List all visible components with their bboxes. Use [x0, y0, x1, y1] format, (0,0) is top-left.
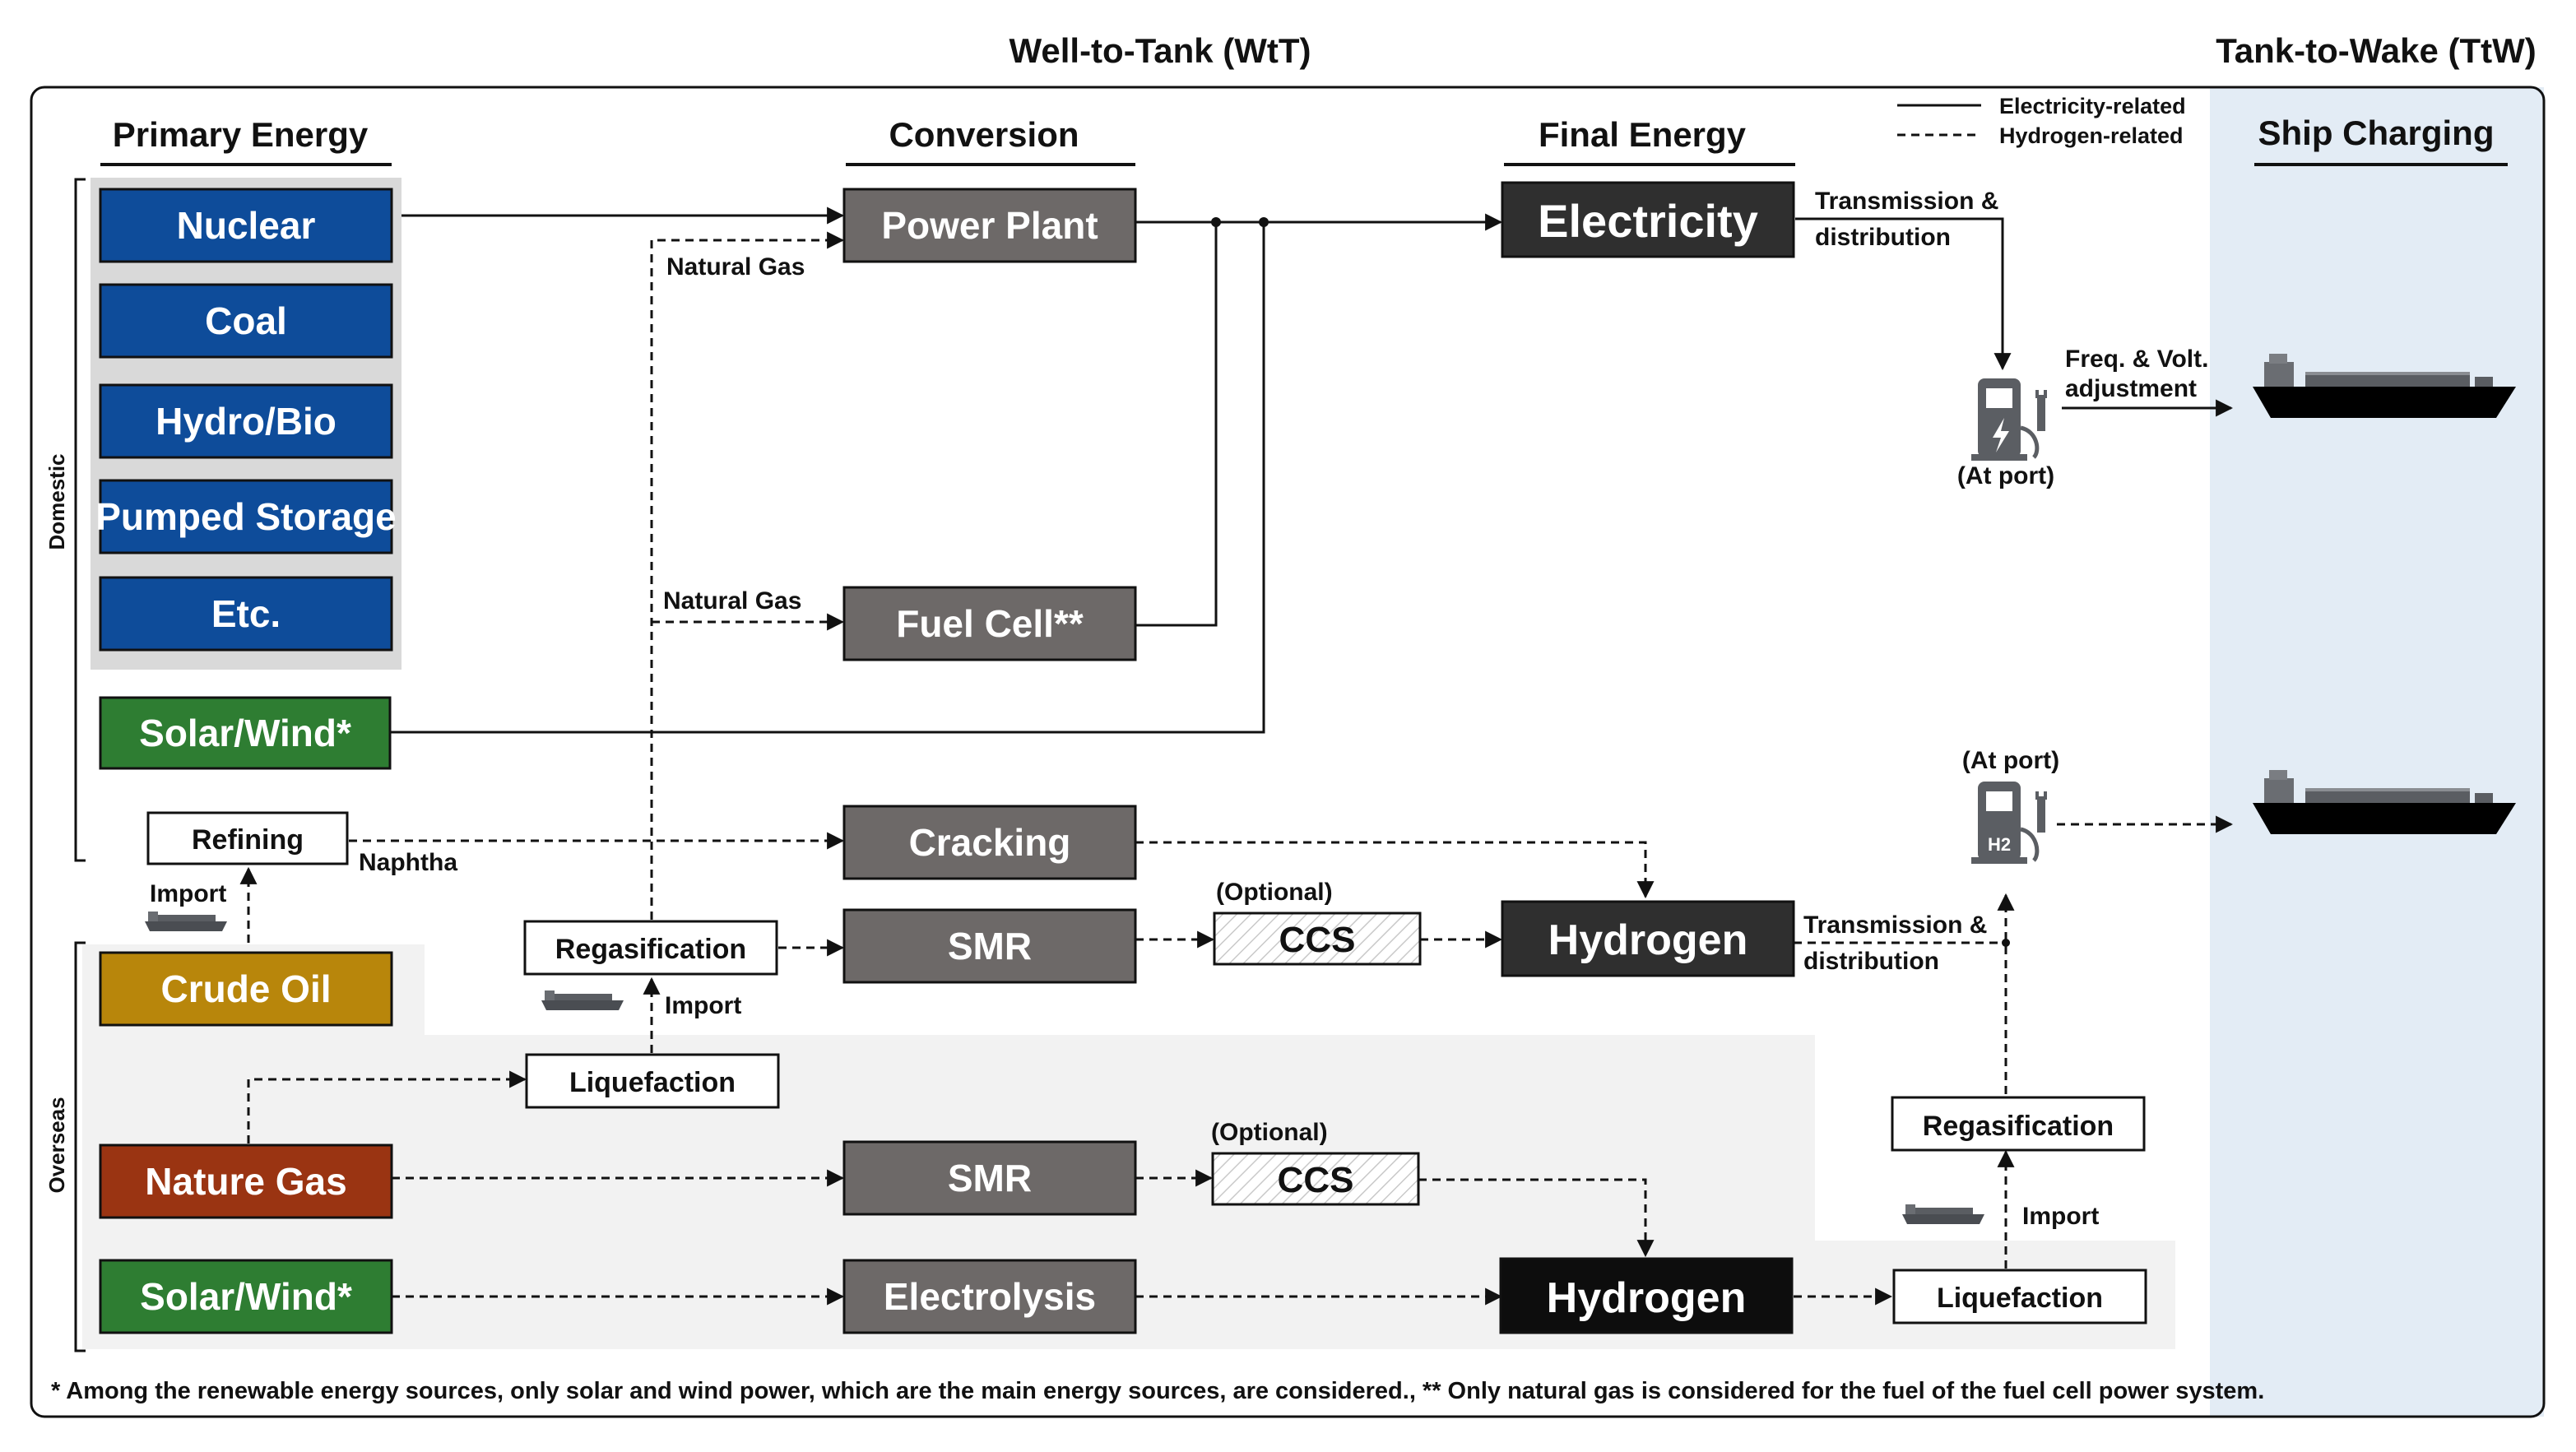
conv-ccs-domestic: CCS [1213, 912, 1422, 966]
primary-coal: Coal [99, 283, 393, 359]
legend-hydrogen: Hydrogen-related [1999, 123, 2184, 148]
conv-smr-domestic: SMR [842, 908, 1137, 984]
primary-crude-oil: Crude Oil [99, 951, 393, 1027]
conv-smr-overseas: SMR [842, 1140, 1137, 1216]
edge-regas-powerplant [650, 231, 845, 920]
svg-text:Hydro/Bio: Hydro/Bio [155, 400, 337, 443]
conv-ccs-overseas: CCS [1211, 1152, 1420, 1206]
optional-label-domestic: (Optional) [1216, 879, 1333, 906]
primary-nuclear: Nuclear [99, 188, 393, 263]
side-label-overseas: Overseas [44, 1097, 69, 1193]
svg-text:Nature Gas: Nature Gas [145, 1160, 346, 1203]
edge-ccs2-hydrogen2 [1418, 1178, 1655, 1258]
optional-label-overseas: (Optional) [1211, 1119, 1328, 1146]
primary-etc: Etc. [99, 576, 393, 652]
svg-text:Electrolysis: Electrolysis [884, 1275, 1096, 1318]
svg-text:Regasification: Regasification [555, 934, 746, 965]
header-primary-energy: Primary Energy [113, 115, 369, 154]
edge-solarwind-electricity [390, 222, 1265, 734]
label-at-port-elec: (At port) [1957, 462, 2054, 489]
svg-text:Pumped Storage: Pumped Storage [95, 495, 397, 538]
conv-electrolysis: Electrolysis [842, 1259, 1137, 1334]
svg-text:Hydrogen: Hydrogen [1547, 1274, 1747, 1322]
label-at-port-h2: (At port) [1962, 747, 2059, 774]
svg-text:Hydrogen: Hydrogen [1548, 916, 1748, 964]
final-hydrogen-domestic: Hydrogen [1501, 900, 1795, 977]
label-import-h2: Import [2022, 1203, 2099, 1230]
header-ship-charging: Ship Charging [2258, 114, 2495, 152]
header-wtt: Well-to-Tank (WtT) [1009, 31, 1311, 70]
final-hydrogen-overseas: Hydrogen [1499, 1257, 1794, 1334]
svg-text:Crude Oil: Crude Oil [160, 967, 331, 1010]
conv-liquefaction-ng: Liquefaction [525, 1053, 780, 1109]
conv-cracking: Cracking [842, 805, 1137, 880]
primary-pumped-storage: Pumped Storage [95, 479, 397, 554]
label-import-lng: Import [665, 992, 741, 1019]
label-naphtha: Naphtha [359, 849, 457, 876]
junction-2 [1259, 217, 1269, 227]
label-td-elec-1: Transmission & [1815, 188, 1998, 215]
h2-liquefaction: Liquefaction [1892, 1269, 2147, 1324]
primary-solar-wind-domestic: Solar/Wind* [99, 696, 392, 770]
primary-solar-wind-overseas: Solar/Wind* [99, 1259, 393, 1334]
svg-text:Coal: Coal [205, 299, 287, 342]
svg-text:Power Plant: Power Plant [881, 204, 1098, 247]
label-natural-gas-1: Natural Gas [666, 253, 805, 281]
svg-text:Liquefaction: Liquefaction [1937, 1283, 2103, 1314]
h2-icon-label: H2 [1988, 834, 2011, 855]
ship-charging-panel [2210, 87, 2544, 1417]
label-td-h2-1: Transmission & [1803, 912, 1987, 939]
svg-text:SMR: SMR [948, 925, 1032, 967]
junction-1 [1211, 217, 1221, 227]
svg-text:Cracking: Cracking [909, 821, 1071, 864]
conv-fuel-cell: Fuel Cell** [842, 586, 1137, 661]
label-freq-1: Freq. & Volt. [2065, 346, 2208, 373]
primary-nature-gas: Nature Gas [99, 1144, 393, 1219]
header-ttw: Tank-to-Wake (TtW) [2216, 31, 2537, 70]
svg-text:Fuel Cell**: Fuel Cell** [896, 602, 1084, 645]
edge-naturegas-liquefaction [247, 1070, 527, 1144]
import-ship-icon-lng [541, 990, 624, 1010]
hydrogen-charger-icon: H2 [1971, 782, 2047, 864]
svg-text:Etc.: Etc. [211, 592, 281, 635]
svg-text:CCS: CCS [1278, 1160, 1354, 1200]
svg-text:Solar/Wind*: Solar/Wind* [139, 712, 351, 754]
svg-text:Regasification: Regasification [1923, 1111, 2114, 1142]
label-td-h2-2: distribution [1803, 948, 1939, 975]
svg-text:SMR: SMR [948, 1157, 1032, 1199]
edge-electricity-transmission [1795, 217, 2012, 371]
svg-text:Refining: Refining [192, 824, 304, 856]
import-ship-icon-crude [145, 912, 227, 931]
junction-h2 [2002, 939, 2010, 947]
conv-regasification-domestic: Regasification [523, 920, 778, 976]
domestic-bracket [74, 178, 86, 862]
svg-text:Nuclear: Nuclear [177, 204, 316, 247]
svg-text:Liquefaction: Liquefaction [569, 1067, 736, 1098]
conv-power-plant: Power Plant [842, 188, 1137, 263]
edge-cracking-hydrogen [1135, 841, 1655, 899]
final-electricity: Electricity [1501, 181, 1795, 258]
label-import-crude: Import [150, 880, 226, 907]
overseas-bracket [74, 941, 86, 1352]
import-ship-icon-h2 [1902, 1204, 1984, 1224]
label-natural-gas-2: Natural Gas [663, 587, 801, 615]
svg-text:Solar/Wind*: Solar/Wind* [140, 1275, 352, 1318]
svg-text:CCS: CCS [1279, 920, 1356, 960]
edge-fuelcell-electricity [1135, 222, 1218, 627]
label-freq-2: adjustment [2065, 375, 2197, 402]
svg-text:Electricity: Electricity [1538, 195, 1758, 247]
h2-regasification: Regasification [1891, 1096, 2146, 1152]
legend: Electricity-related Hydrogen-related [1897, 94, 2186, 148]
side-label-domestic: Domestic [44, 453, 69, 550]
legend-electricity: Electricity-related [1999, 94, 2186, 118]
electric-charger-icon [1971, 378, 2047, 461]
footnote: * Among the renewable energy sources, on… [51, 1378, 2264, 1404]
primary-hydro-bio: Hydro/Bio [99, 383, 393, 459]
header-final-energy: Final Energy [1539, 115, 1747, 154]
diagram-frame [30, 86, 2546, 1418]
label-td-elec-2: distribution [1815, 224, 1951, 251]
primary-refining: Refining [146, 811, 349, 865]
header-conversion: Conversion [889, 115, 1079, 154]
